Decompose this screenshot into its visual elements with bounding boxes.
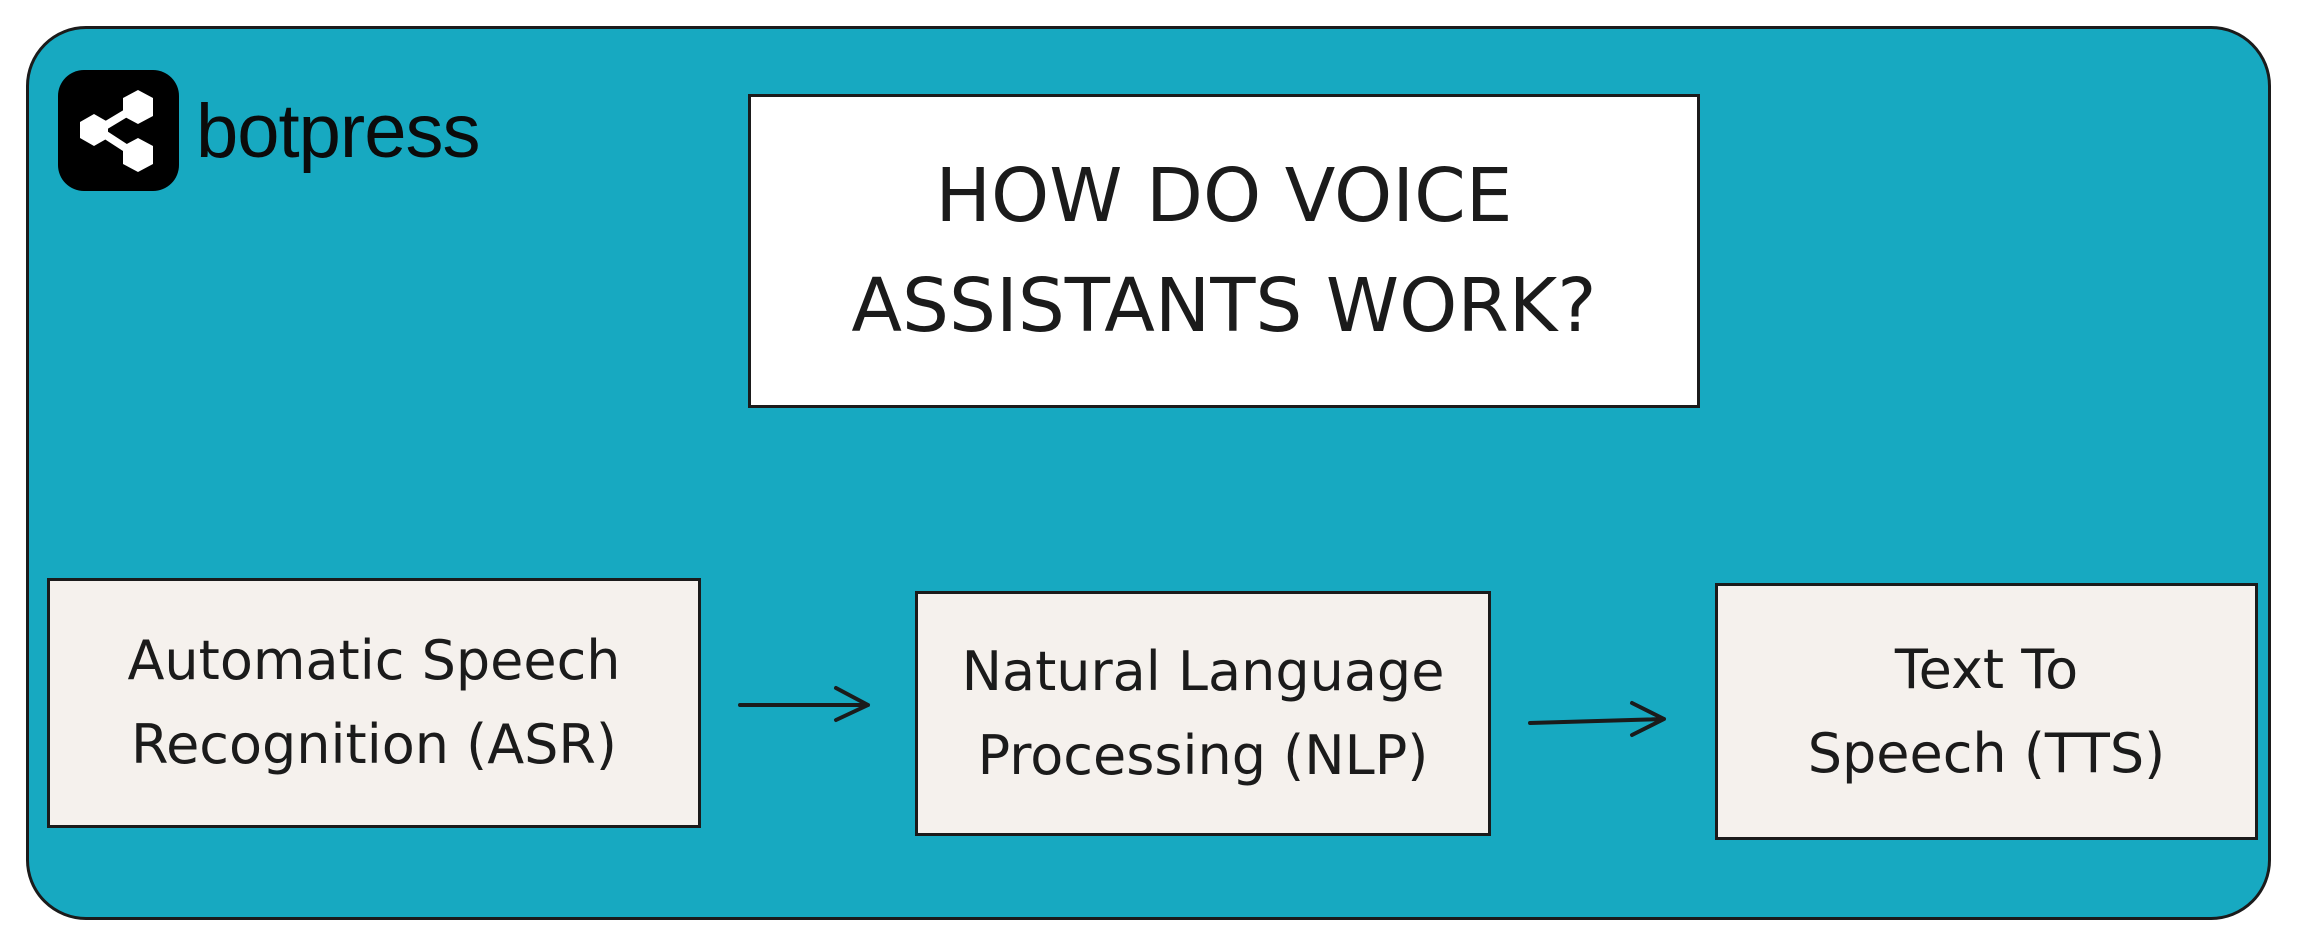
diagram-title: HOW DO VOICE ASSISTANTS WORK? (851, 153, 1597, 349)
step-asr: Automatic Speech Recognition (ASR) (47, 578, 701, 828)
arrow-right-icon (1528, 701, 1666, 737)
brand-name: botpress (196, 89, 480, 174)
step-label: Natural Language Processing (NLP) (961, 639, 1445, 787)
step-label: Automatic Speech Recognition (ASR) (127, 629, 621, 776)
step-label: Text To Speech (TTS) (1807, 637, 2166, 785)
step-tts: Text To Speech (TTS) (1715, 583, 2258, 840)
arrow-right-icon (738, 686, 870, 722)
botpress-logo-icon (58, 70, 179, 191)
title-box: HOW DO VOICE ASSISTANTS WORK? (748, 94, 1700, 408)
step-nlp: Natural Language Processing (NLP) (915, 591, 1491, 836)
